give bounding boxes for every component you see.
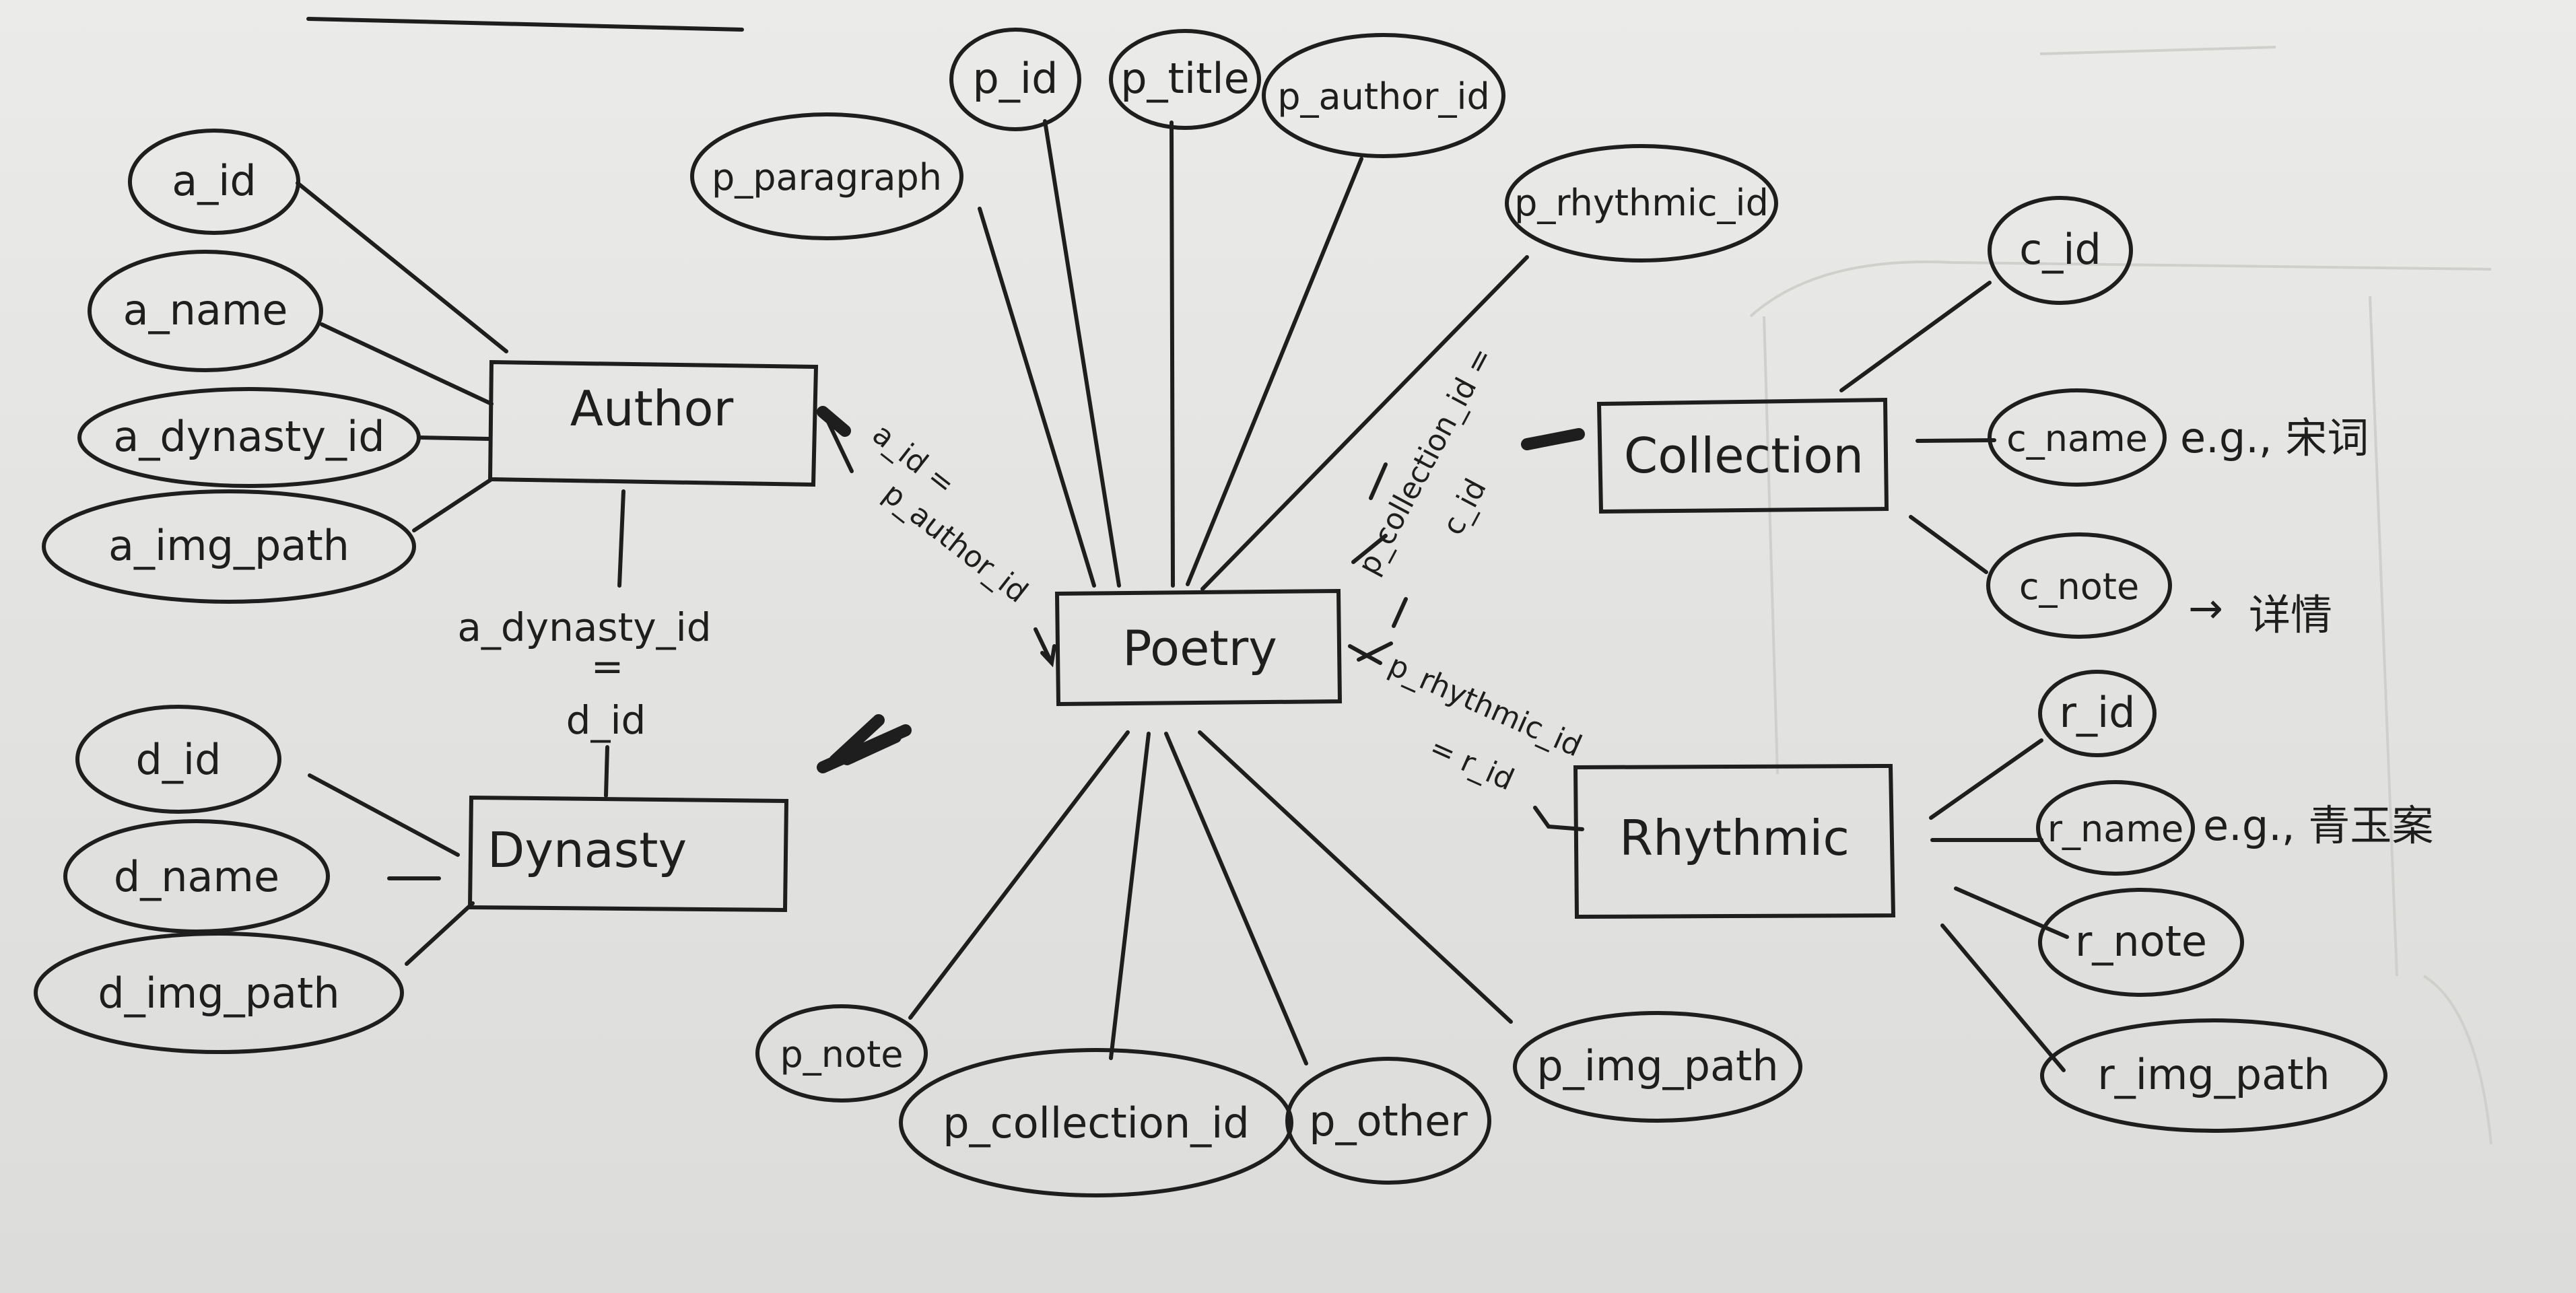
attr-p-other: p_other xyxy=(1285,1057,1491,1185)
attr-p-img-path-label: p_img_path xyxy=(1536,1041,1778,1090)
connector-lines xyxy=(296,119,2069,1072)
attr-c-name-label: c_name xyxy=(2006,417,2148,460)
attr-a-dynasty-id: a_dynasty_id xyxy=(77,387,421,488)
top-pen-stroke xyxy=(306,17,744,32)
attr-d-name-label: d_name xyxy=(114,852,279,901)
attr-a-img-path: a_img_path xyxy=(42,489,416,604)
attr-r-id-label: r_id xyxy=(2059,688,2135,737)
attr-d-name: d_name xyxy=(63,819,330,934)
attr-p-collection-id: p_collection_id xyxy=(899,1048,1293,1197)
attr-c-note-label: c_note xyxy=(2019,565,2139,608)
attr-p-rhythmic-id: p_rhythmic_id xyxy=(1505,144,1778,263)
attr-c-note: c_note xyxy=(1986,532,2172,639)
attr-a-dynasty-id-label: a_dynasty_id xyxy=(113,412,384,461)
note-c-name-example: e.g., 宋词 xyxy=(2180,413,2369,462)
entity-collection-label: Collection xyxy=(1624,427,1864,484)
entity-dynasty-label: Dynasty xyxy=(487,822,687,878)
annotation-notes: e.g., 宋词 → 详情 e.g., 青玉案 xyxy=(2180,413,2433,850)
note-r-name-example: e.g., 青玉案 xyxy=(2203,801,2433,850)
entity-author-label: Author xyxy=(570,380,734,437)
rel-rhythmic-poetry-top: p_rhythmic_id xyxy=(1384,648,1587,764)
attr-p-note: p_note xyxy=(755,1004,928,1103)
attr-r-name-label: r_name xyxy=(2047,808,2183,850)
entity-collection: Collection xyxy=(1596,397,1889,514)
attr-p-other-label: p_other xyxy=(1309,1096,1468,1146)
relation-collection-poetry: p_collection_id = c_id xyxy=(1351,342,1500,580)
attr-p-author-id: p_author_id xyxy=(1262,33,1505,158)
scribble-marks xyxy=(817,406,1585,773)
entity-poetry: Poetry xyxy=(1054,588,1343,707)
attr-p-note-label: p_note xyxy=(780,1033,904,1076)
attr-p-paragraph-label: p_paragraph xyxy=(712,156,942,199)
attr-p-id: p_id xyxy=(949,28,1081,131)
attr-p-rhythmic-id-label: p_rhythmic_id xyxy=(1514,182,1769,224)
note-c-note-arrow: → xyxy=(2188,584,2223,633)
rel-collection-poetry-top: p_collection_id = xyxy=(1351,342,1500,580)
attr-r-name: r_name xyxy=(2036,780,2195,876)
attr-d-id-label: d_id xyxy=(136,735,222,784)
attr-c-id: c_id xyxy=(1988,196,2133,305)
rel-author-dynasty-top: a_dynasty_id xyxy=(457,604,711,650)
attr-p-img-path: p_img_path xyxy=(1513,1011,1802,1123)
relation-rhythmic-poetry: p_rhythmic_id = r_id xyxy=(1384,648,1587,798)
attr-r-id: r_id xyxy=(2038,670,2157,757)
relation-author-poetry: a_id = p_author_id xyxy=(866,417,1034,609)
attr-d-id: d_id xyxy=(75,705,281,814)
attr-p-title-label: p_title xyxy=(1120,54,1250,103)
note-c-note-detail: 详情 xyxy=(2249,590,2332,639)
attr-p-collection-id-label: p_collection_id xyxy=(943,1098,1249,1148)
paper-texture xyxy=(1749,46,2493,1145)
attr-p-paragraph: p_paragraph xyxy=(690,112,963,240)
entity-rhythmic-label: Rhythmic xyxy=(1619,810,1850,866)
attr-r-note: r_note xyxy=(2038,888,2244,997)
attr-c-id-label: c_id xyxy=(2019,225,2101,274)
attr-a-img-path-label: a_img_path xyxy=(108,521,349,570)
entity-poetry-label: Poetry xyxy=(1122,620,1277,676)
attr-a-id-label: a_id xyxy=(172,156,257,205)
rel-rhythmic-poetry-bottom: = r_id xyxy=(1425,730,1520,798)
attr-a-name-label: a_name xyxy=(123,285,288,335)
rel-author-dynasty-eq: = xyxy=(591,643,624,689)
entity-dynasty: Dynasty xyxy=(467,795,789,913)
attr-r-img-path: r_img_path xyxy=(2040,1018,2387,1133)
attr-d-img-path-label: d_img_path xyxy=(98,969,339,1018)
rel-author-dynasty-bottom: d_id xyxy=(566,697,646,743)
attr-p-id-label: p_id xyxy=(973,54,1058,103)
rel-collection-poetry-bottom: c_id xyxy=(1435,473,1493,540)
attr-c-name: c_name xyxy=(1988,388,2167,487)
rel-author-poetry-bottom: p_author_id xyxy=(877,476,1034,609)
attr-r-note-label: r_note xyxy=(2075,917,2207,966)
attr-d-img-path: d_img_path xyxy=(34,932,404,1054)
relation-author-dynasty: a_dynasty_id = d_id xyxy=(457,604,711,743)
attr-p-title: p_title xyxy=(1109,29,1261,130)
attr-p-author-id-label: p_author_id xyxy=(1277,75,1490,118)
entity-rhythmic: Rhythmic xyxy=(1573,763,1896,919)
attr-r-img-path-label: r_img_path xyxy=(2097,1050,2330,1099)
attr-a-name: a_name xyxy=(88,250,323,372)
entity-author: Author xyxy=(487,359,819,487)
attr-a-id: a_id xyxy=(128,129,300,235)
